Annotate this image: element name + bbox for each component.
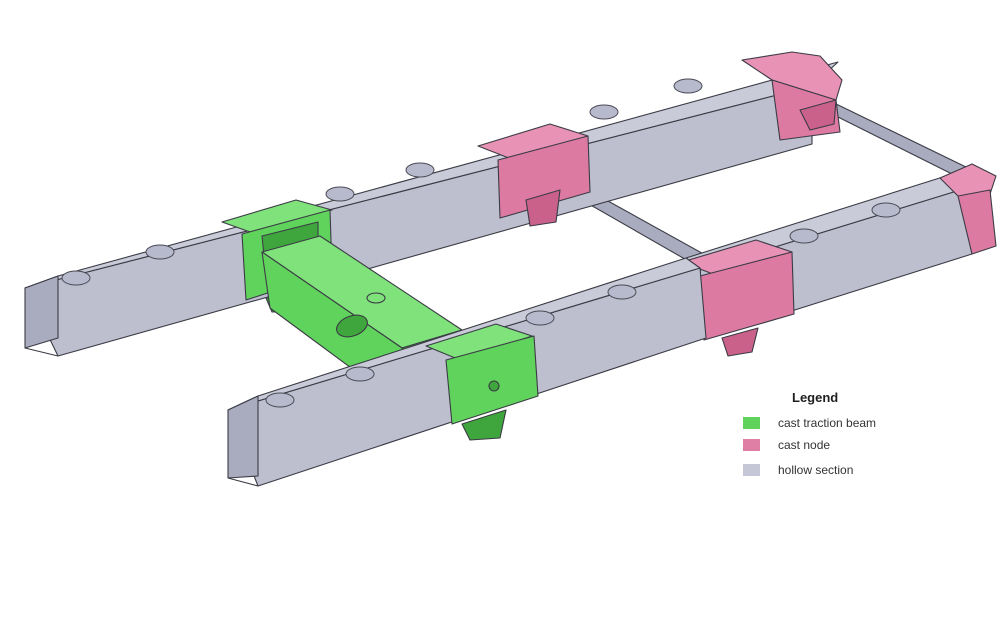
- cross-rod-rear: [819, 101, 969, 177]
- legend-swatch-grey: [743, 464, 760, 476]
- traction-node-lower: [425, 323, 539, 441]
- cast-node-lower-middle: [681, 239, 795, 357]
- legend-swatch-green: [743, 417, 760, 429]
- legend-label: hollow section: [778, 463, 854, 477]
- legend-label: cast node: [778, 438, 831, 452]
- cast-node-rear-corner-lower: [939, 163, 997, 255]
- upper-rail: [24, 61, 839, 357]
- legend-label: cast traction beam: [778, 416, 877, 430]
- bolt-group: [61, 78, 901, 408]
- cast-node-upper-middle: [477, 123, 591, 227]
- cast-node-rear-corner-upper: [741, 51, 843, 141]
- legend-title: Legend: [792, 390, 839, 405]
- legend-swatch-pink: [743, 439, 760, 451]
